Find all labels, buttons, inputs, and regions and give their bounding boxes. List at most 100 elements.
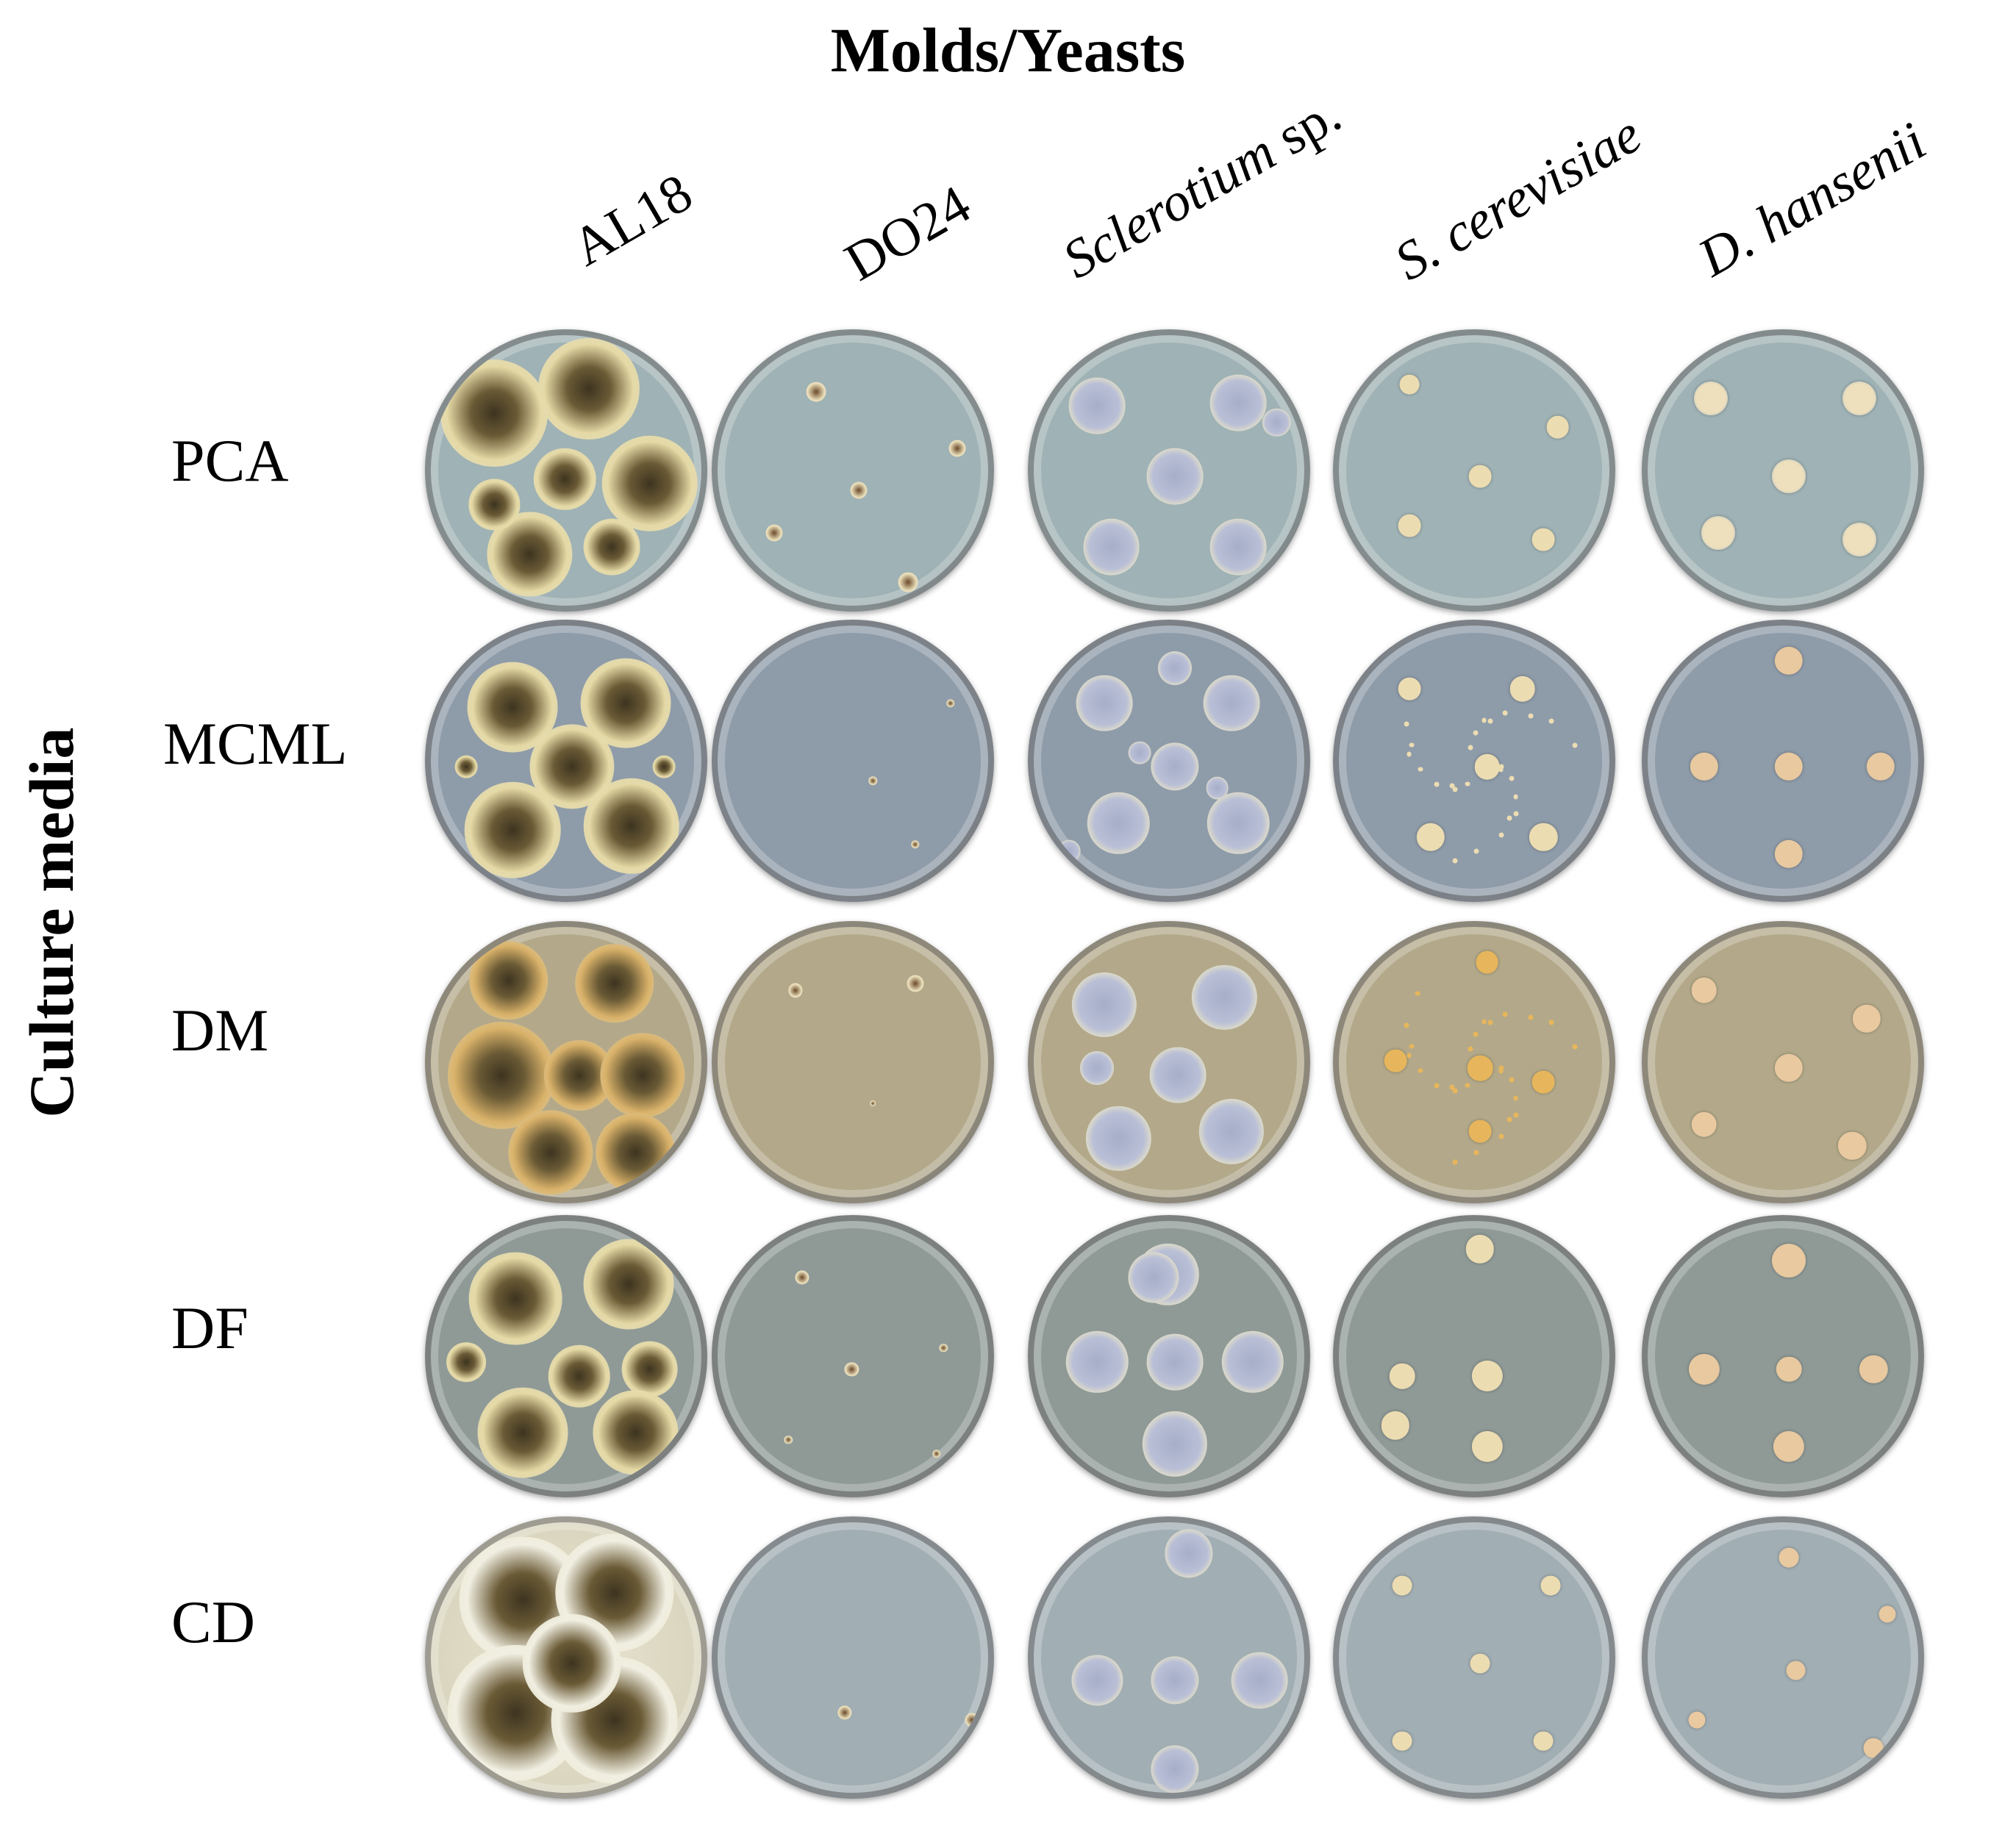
mold-colony [468, 1252, 562, 1345]
petri-plate-df-do24 [712, 1215, 994, 1497]
petri-plate-mcml-al18 [425, 620, 707, 902]
yeast-colony [1449, 1084, 1455, 1090]
yeast-colony [1406, 1053, 1412, 1058]
petri-plate-mcml-do24 [712, 620, 994, 902]
column-header-sclerotium: Sclerotium sp. [1053, 83, 1351, 291]
yeast-colony [1774, 646, 1804, 676]
mold-colony [583, 1239, 674, 1330]
yeast-colony [1381, 1411, 1409, 1440]
yeast-colony [868, 776, 877, 785]
petri-plate-pca-sclerotium [1028, 329, 1310, 612]
yeast-colony [1434, 781, 1440, 787]
mold-colony [1087, 792, 1150, 855]
yeast-colony [1470, 1653, 1490, 1674]
petri-plate-df-s-cerevisiae [1333, 1215, 1615, 1497]
yeast-colony [788, 983, 803, 997]
petri-plate-df-sclerotium [1028, 1215, 1310, 1497]
yeast-colony [1473, 1031, 1479, 1037]
mold-colony [1157, 651, 1193, 685]
yeast-colony [1481, 717, 1487, 723]
mold-colony [468, 479, 520, 530]
yeast-colony [1774, 839, 1804, 869]
yeast-colony [850, 481, 868, 499]
yeast-colony [1863, 1738, 1884, 1758]
yeast-colony [1434, 1083, 1440, 1089]
yeast-colony [1449, 783, 1455, 789]
mold-colony [1207, 792, 1270, 855]
yeast-colony [1506, 815, 1512, 821]
mold-colony [1142, 1411, 1208, 1477]
mold-colony [1083, 518, 1140, 576]
yeast-colony [1509, 676, 1535, 702]
mold-colony [596, 1113, 676, 1192]
yeast-colony [1473, 848, 1479, 854]
yeast-colony [1694, 381, 1729, 416]
yeast-colony [1771, 1243, 1806, 1278]
mold-colony [1071, 972, 1137, 1037]
mold-colony [508, 1110, 593, 1195]
yeast-colony [1416, 823, 1445, 852]
yeast-colony [1467, 1055, 1493, 1081]
row-label-cd: CD [171, 1588, 255, 1655]
column-header-s-cerevisiae: S. cerevisiae [1384, 104, 1651, 293]
petri-plate-dm-do24 [712, 921, 994, 1203]
yeast-colony [1452, 787, 1458, 792]
yeast-colony [1384, 1050, 1407, 1072]
yeast-colony [1852, 1004, 1881, 1033]
yeast-colony [1688, 1711, 1706, 1729]
yeast-colony [1533, 1731, 1554, 1752]
yeast-colony [898, 572, 918, 592]
mold-colony [1146, 448, 1204, 505]
yeast-colony [1842, 523, 1877, 557]
petri-plate-cd-do24 [712, 1516, 994, 1799]
yeast-colony [1529, 823, 1558, 852]
yeast-colony [765, 524, 783, 542]
mold-colony [522, 1613, 622, 1713]
mold-colony [1146, 1333, 1204, 1391]
yeast-colony [1513, 1095, 1518, 1101]
mold-colony [1076, 675, 1133, 731]
yeast-colony [1398, 514, 1421, 537]
yeast-colony [1406, 751, 1412, 757]
yeast-colony [1498, 832, 1504, 838]
yeast-colony [795, 1270, 809, 1285]
yeast-colony [1418, 1068, 1423, 1073]
yeast-colony [1452, 1159, 1458, 1165]
yeast-colony [1392, 1575, 1412, 1596]
mold-colony [1068, 377, 1126, 434]
yeast-colony [946, 698, 955, 708]
mold-colony [1198, 1099, 1264, 1164]
yeast-colony [1532, 529, 1555, 551]
yeast-colony [1392, 1731, 1412, 1752]
petri-plate-dm-al18 [425, 921, 707, 1203]
petri-plate-mcml-sclerotium [1028, 620, 1310, 902]
yeast-colony [1409, 1044, 1415, 1049]
petri-plate-pca-d-hansenii [1642, 329, 1924, 612]
yeast-colony [1528, 713, 1534, 719]
yeast-colony [1468, 465, 1492, 488]
mold-colony [465, 782, 561, 878]
mold-colony [534, 448, 596, 511]
yeast-colony [1842, 381, 1877, 416]
yeast-colony [1513, 1112, 1519, 1118]
mold-colony [477, 1387, 568, 1478]
mold-colony [600, 1033, 685, 1118]
mold-colony [1057, 839, 1081, 863]
yeast-colony [1690, 752, 1718, 781]
yeast-colony [1776, 1356, 1802, 1382]
mold-colony [537, 337, 640, 440]
yeast-colony [1468, 1047, 1473, 1052]
yeast-colony [1452, 858, 1458, 864]
yeast-colony [1774, 1053, 1804, 1083]
yeast-colony [1866, 752, 1895, 781]
row-label-mcml: MCML [163, 710, 348, 777]
yeast-colony [1548, 1020, 1554, 1025]
yeast-colony [1465, 781, 1470, 787]
yeast-colony [1404, 1022, 1409, 1028]
figure-title: Molds/Yeasts [830, 15, 1186, 85]
yeast-colony [907, 975, 924, 992]
petri-plate-dm-d-hansenii [1642, 921, 1924, 1203]
yeast-colony [1498, 1133, 1504, 1139]
yeast-colony [1838, 1131, 1867, 1160]
